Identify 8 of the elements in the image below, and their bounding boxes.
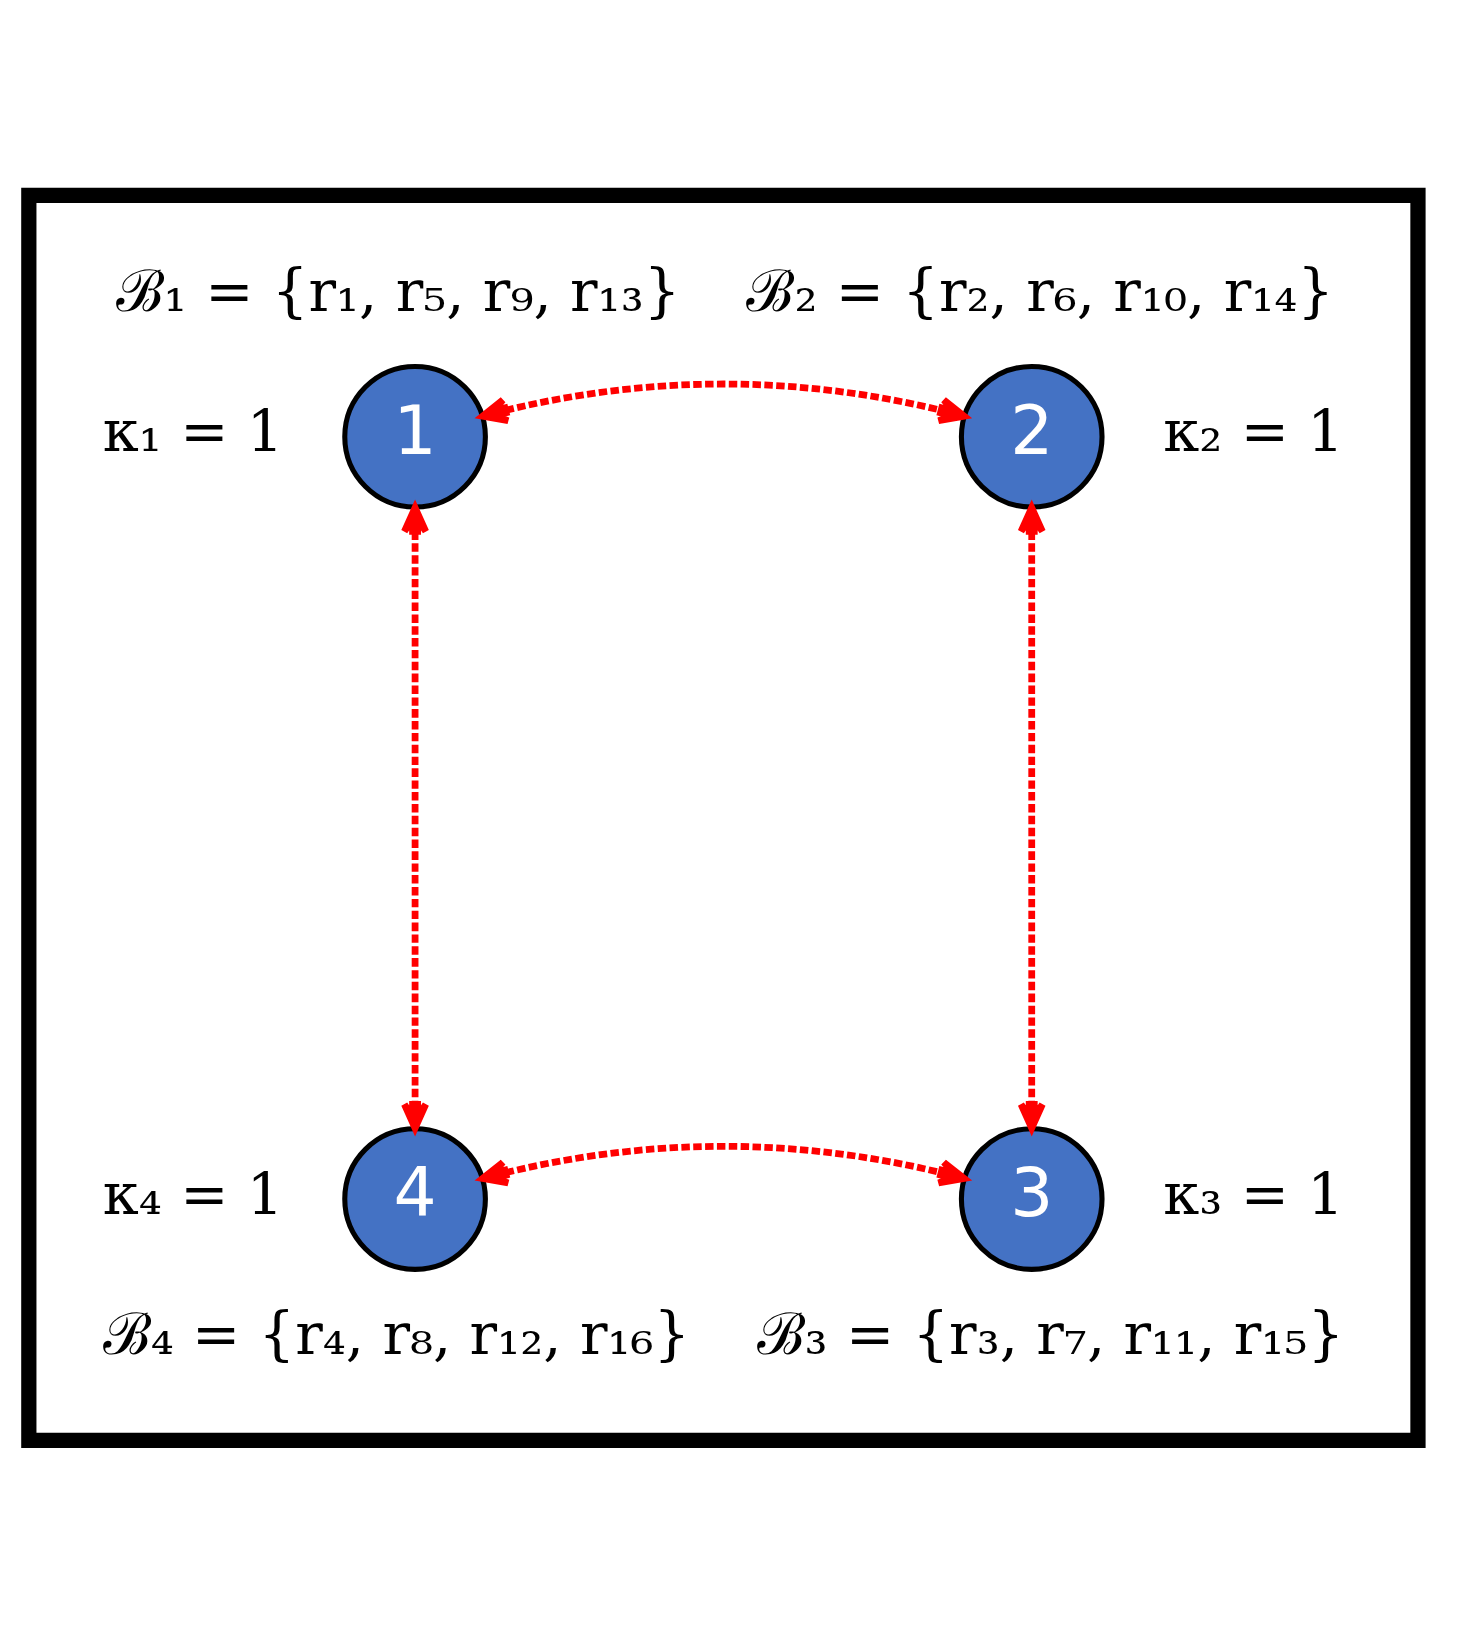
node-label: ℬ₁ = {r₁, r₅, r₉, r₁₃}	[115, 257, 681, 325]
node-label: ℬ₃ = {r₃, r₇, r₁₁, r₁₅}	[756, 1300, 1345, 1368]
node-label: κ₄ = 1	[102, 1160, 284, 1228]
node-label: κ₂ = 1	[1163, 397, 1344, 465]
node-label: κ₁ = 1	[102, 397, 284, 465]
node-label: ℬ₄ = {r₄, r₈, r₁₂, r₁₆}	[102, 1300, 691, 1368]
node-label: ℬ₂ = {r₂, r₆, r₁₀, r₁₄}	[746, 257, 1334, 325]
node-label: κ₃ = 1	[1163, 1160, 1344, 1228]
